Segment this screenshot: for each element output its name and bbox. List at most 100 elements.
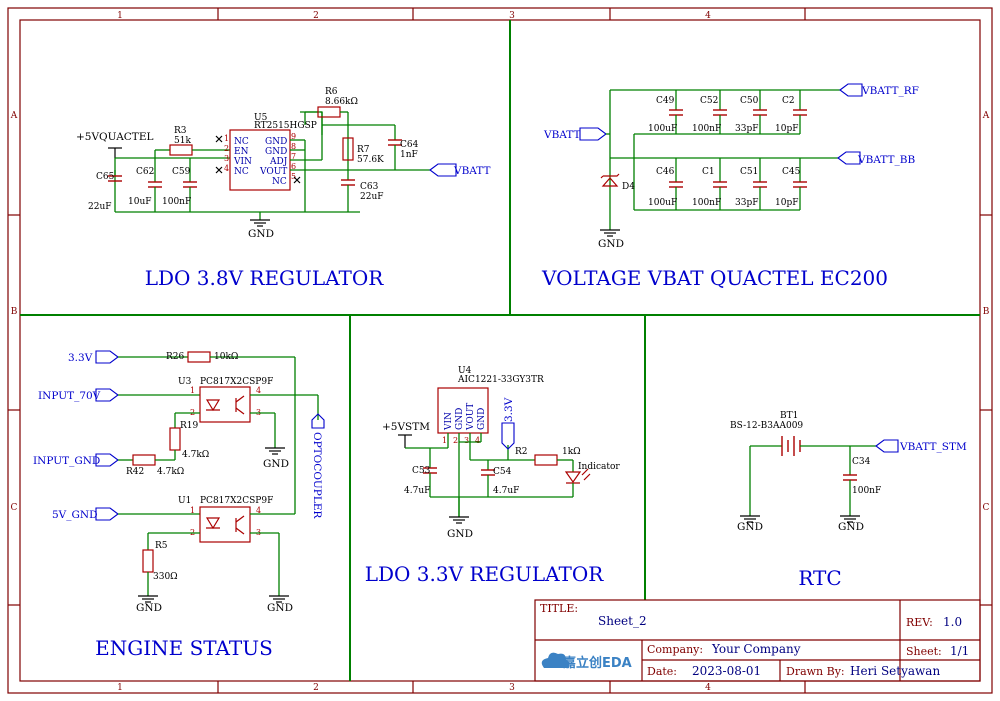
bt1-ref: BT1 (780, 411, 798, 421)
u4-num-4: 4 (475, 436, 480, 445)
c65-value: 22uF (88, 202, 112, 212)
r2-ref: R2 (515, 447, 528, 457)
c53-value: 4.7uF (404, 486, 430, 496)
engine-net-33v: 3.3V (68, 352, 93, 364)
r5-gnd: GND (136, 602, 162, 614)
r2-value: 1kΩ (562, 447, 581, 457)
c2-value: 10pF (775, 124, 798, 134)
u4-ref: U4 (458, 366, 472, 376)
ldo38-gnd: GND (248, 228, 274, 240)
led-label: Indicator (578, 462, 620, 472)
section-title-engine: ENGINE STATUS (95, 636, 273, 660)
vbat-net-in: VBATT (543, 129, 581, 141)
c49-value: 100uF (648, 124, 677, 134)
c1-value: 100nF (692, 198, 721, 208)
u5-part: RT2515HGSP (254, 121, 317, 131)
u4-num-1: 1 (442, 436, 447, 445)
section-title-ldo38: LDO 3.8V REGULATOR (145, 266, 385, 290)
c49-ref: C49 (656, 96, 675, 106)
logo-text: 嘉立创EDA (562, 655, 632, 671)
u5-num-7: 7 (291, 152, 296, 161)
tb-company-key: Company: (647, 643, 703, 656)
ruler-col-4: 4 (705, 11, 711, 21)
vbat-bottom-caps: C46 100uF C1 100nF C51 33pF C45 10pF (648, 158, 807, 210)
ruler-row-b-right: B (983, 307, 990, 317)
tb-drawn: Heri Setyawan (850, 664, 940, 678)
tb-company: Your Company (711, 642, 801, 656)
r6-value: 8.66kΩ (325, 97, 358, 107)
vbat-net-rf: VBATT_RF (861, 85, 919, 97)
tb-drawn-key: Drawn By: (786, 665, 845, 678)
u5-pin-vout: VOUT (259, 167, 287, 177)
r42-ref: R42 (126, 467, 144, 477)
tb-title-key: TITLE: (540, 602, 578, 615)
r19-ref: R19 (180, 421, 199, 431)
tb-title: Sheet_2 (598, 614, 647, 628)
c63-value: 22uF (360, 192, 384, 202)
ruler-col-3: 3 (509, 11, 515, 21)
title-block: TITLE: Sheet_2 REV: 1.0 Company: Your Co… (534, 599, 981, 682)
c59-value: 100nF (162, 197, 191, 207)
u4-part: AIC1221-33GY3TR (457, 375, 544, 385)
u1-gnd: GND (267, 602, 293, 614)
u3-gnd: GND (263, 458, 289, 470)
ldo33-circuit: +5VSTM U4 AIC1221-33GY3TR VIN GND VOUT G… (382, 366, 620, 540)
u1-pin1: 1 (190, 506, 195, 515)
r42-value: 4.7kΩ (157, 467, 184, 477)
ruler-row-a: A (10, 111, 18, 121)
c51-value: 33pF (735, 198, 758, 208)
engine-net-input70v: INPUT_70V (38, 390, 101, 402)
ruler-col-1: 1 (117, 11, 123, 21)
u3-ref: U3 (178, 377, 192, 387)
c50-value: 33pF (735, 124, 758, 134)
c54-ref: C54 (493, 467, 512, 477)
u3-part: PC817X2CSP9F (200, 377, 273, 387)
u5-num-2: 2 (224, 144, 229, 153)
rtc-net-vbattstm: VBATT_STM (899, 441, 967, 453)
r7-ref: R7 (357, 145, 370, 155)
engine-net-inputgnd: INPUT_GND (33, 455, 100, 467)
r3-value: 51k (174, 136, 191, 146)
u5-ref: U5 (254, 113, 268, 123)
u1-pin4: 4 (256, 506, 261, 515)
ldo33-gnd: GND (447, 528, 473, 540)
c1-ref: C1 (702, 167, 715, 177)
c53-ref: C53 (412, 466, 431, 476)
r26-ref: R26 (166, 352, 185, 362)
ruler-col-3-bottom: 3 (509, 683, 515, 693)
u5-pin-gnd9: GND (265, 137, 287, 147)
ruler-labels: 1 2 3 4 1 2 3 4 A B C A B C (10, 11, 990, 693)
ruler-col-2-bottom: 2 (313, 683, 319, 693)
rtc-gnd-left: GND (737, 521, 763, 533)
engine-net-optocoupler: OPTOCOUPLER (311, 432, 323, 519)
u1-part: PC817X2CSP9F (200, 496, 273, 506)
u3-pin1: 1 (190, 386, 195, 395)
vbat-gnd: GND (598, 238, 624, 250)
u5-num-5: 5 (291, 172, 296, 181)
engine-circuit: 3.3V R26 10kΩ OPTOCOUPLER INPUT_70V U3 P… (33, 350, 325, 614)
u5-pin-en: EN (234, 147, 249, 157)
sheet-frame (7, 7, 993, 694)
c63-ref: C63 (360, 182, 379, 192)
section-title-ldo33: LDO 3.3V REGULATOR (365, 562, 605, 586)
c62-ref: C62 (136, 167, 154, 177)
u5-pin-nc4: NC (234, 167, 249, 177)
u5-pin-gnd8: GND (265, 147, 287, 157)
r5-value: 330Ω (153, 572, 178, 582)
tb-sheet-key: Sheet: (906, 645, 942, 658)
r5-ref: R5 (155, 541, 168, 551)
c45-value: 10pF (775, 198, 798, 208)
vbat-circuit: VBATT D4 C49 100uF C52 100nF C50 33pF C2… (543, 83, 919, 250)
ruler-col-4-bottom: 4 (705, 683, 711, 693)
tb-date: 2023-08-01 (692, 664, 761, 678)
c64-value: 1nF (400, 150, 418, 160)
easyeda-logo: 嘉立创EDA (541, 652, 632, 671)
ruler-row-c: C (11, 503, 18, 513)
c54-value: 4.7uF (493, 486, 519, 496)
ruler-row-c-right: C (983, 503, 990, 513)
c59-ref: C59 (172, 167, 191, 177)
ruler-col-1-bottom: 1 (117, 683, 123, 693)
r3-ref: R3 (174, 126, 187, 136)
u4-pin-vin: VIN (444, 412, 454, 431)
tb-date-key: Date: (647, 665, 677, 678)
